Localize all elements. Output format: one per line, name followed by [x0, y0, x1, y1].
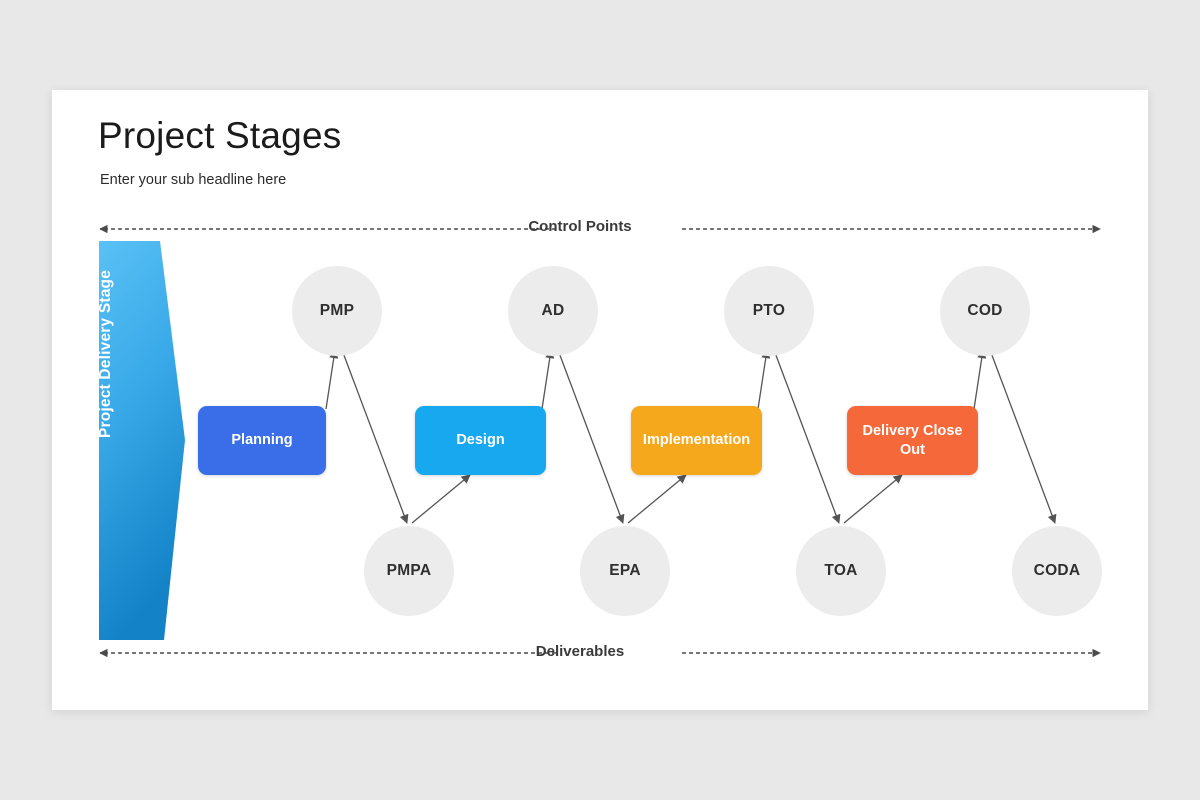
control-point-node-ad[interactable]: AD — [508, 266, 598, 356]
connector-cod-to-coda — [989, 349, 1057, 524]
diagram-svg-layer — [99, 224, 1101, 658]
connector-delivery-close-out-to-cod — [973, 349, 987, 410]
stage-box-design[interactable]: Design — [415, 406, 546, 475]
control-point-node-pmp[interactable]: PMP — [292, 266, 382, 356]
connector-epa-to-implementation — [627, 474, 687, 524]
connector-planning-to-pmp — [325, 349, 339, 410]
connector-pmpa-to-design — [411, 474, 471, 524]
deliverable-node-epa[interactable]: EPA — [580, 526, 670, 616]
connector-ad-to-epa — [557, 349, 625, 524]
page-title: Project Stages — [98, 115, 342, 156]
connector-pmp-to-pmpa — [341, 349, 409, 524]
stage-box-planning[interactable]: Planning — [198, 406, 326, 475]
stage-box-delivery-close-out[interactable]: Delivery Close Out — [847, 406, 978, 475]
project-delivery-stage-banner — [99, 241, 185, 640]
slide-card: Project Stages Enter your sub headline h… — [52, 90, 1148, 710]
deliverable-node-coda[interactable]: CODA — [1012, 526, 1102, 616]
control-point-node-cod[interactable]: COD — [940, 266, 1030, 356]
deliverables-label: Deliverables — [535, 643, 625, 660]
stage-box-implementation[interactable]: Implementation — [631, 406, 762, 475]
page-subtitle: Enter your sub headline here — [100, 172, 287, 188]
connector-implementation-to-pto — [757, 349, 771, 410]
connector-toa-to-delivery-close-out — [843, 474, 903, 524]
project-stages-diagram: Project Delivery Stage Control Points De… — [52, 90, 1148, 710]
banner-label: Project Delivery Stage — [97, 269, 114, 439]
control-point-node-pto[interactable]: PTO — [724, 266, 814, 356]
control-points-label: Control Points — [528, 218, 632, 235]
deliverable-node-pmpa[interactable]: PMPA — [364, 526, 454, 616]
deliverable-node-toa[interactable]: TOA — [796, 526, 886, 616]
connector-pto-to-toa — [773, 349, 841, 524]
connector-design-to-ad — [541, 349, 555, 410]
